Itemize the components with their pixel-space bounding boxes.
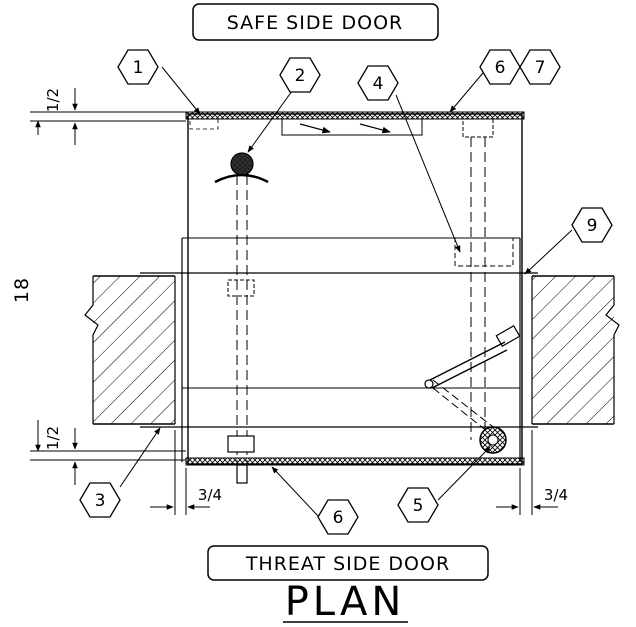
threat-side-door-label: THREAT SIDE DOOR bbox=[207, 545, 489, 581]
svg-text:9: 9 bbox=[587, 216, 598, 236]
callout-5: 5 bbox=[397, 487, 439, 523]
door-knob bbox=[214, 152, 269, 184]
svg-text:THREAT SIDE DOOR: THREAT SIDE DOOR bbox=[245, 553, 450, 575]
bolt-right bbox=[454, 118, 514, 440]
svg-text:SAFE SIDE DOOR: SAFE SIDE DOOR bbox=[227, 12, 403, 34]
svg-text:6: 6 bbox=[495, 58, 506, 78]
frame-flanges bbox=[140, 238, 538, 462]
lock-cylinder bbox=[479, 426, 507, 454]
svg-text:2: 2 bbox=[295, 66, 306, 86]
wall-right bbox=[531, 275, 620, 425]
bolt-left bbox=[227, 175, 255, 484]
callout-4: 4 bbox=[357, 65, 399, 101]
callout-7: 7 bbox=[519, 49, 561, 85]
wall-left bbox=[84, 275, 176, 425]
svg-text:3: 3 bbox=[95, 491, 106, 511]
plan-title: PLAN bbox=[283, 579, 408, 625]
callout-2: 2 bbox=[279, 57, 321, 93]
svg-text:5: 5 bbox=[413, 496, 424, 516]
dimension-lines bbox=[30, 88, 558, 515]
dim-right-setback: 3/4 bbox=[544, 486, 568, 504]
callout-1: 1 bbox=[117, 49, 159, 85]
svg-text:4: 4 bbox=[373, 74, 384, 94]
door-closer bbox=[424, 324, 521, 437]
safe-side-door-label: SAFE SIDE DOOR bbox=[192, 3, 439, 41]
svg-text:PLAN: PLAN bbox=[285, 579, 406, 625]
svg-text:1: 1 bbox=[133, 58, 144, 78]
dim-left-setback: 3/4 bbox=[198, 486, 222, 504]
svg-text:6: 6 bbox=[333, 508, 344, 528]
dim-height: 18 bbox=[11, 277, 33, 303]
safe-side-door-panel bbox=[185, 111, 525, 136]
callout-3: 3 bbox=[79, 482, 121, 518]
dim-top-offset: 1/2 bbox=[44, 88, 62, 112]
threat-side-door-panel bbox=[185, 457, 525, 466]
callout-6-bottom: 6 bbox=[317, 499, 359, 535]
callout-6-top: 6 bbox=[479, 49, 521, 85]
svg-text:7: 7 bbox=[535, 58, 546, 78]
dim-bottom-offset: 1/2 bbox=[44, 426, 62, 450]
callout-9: 9 bbox=[571, 207, 613, 243]
